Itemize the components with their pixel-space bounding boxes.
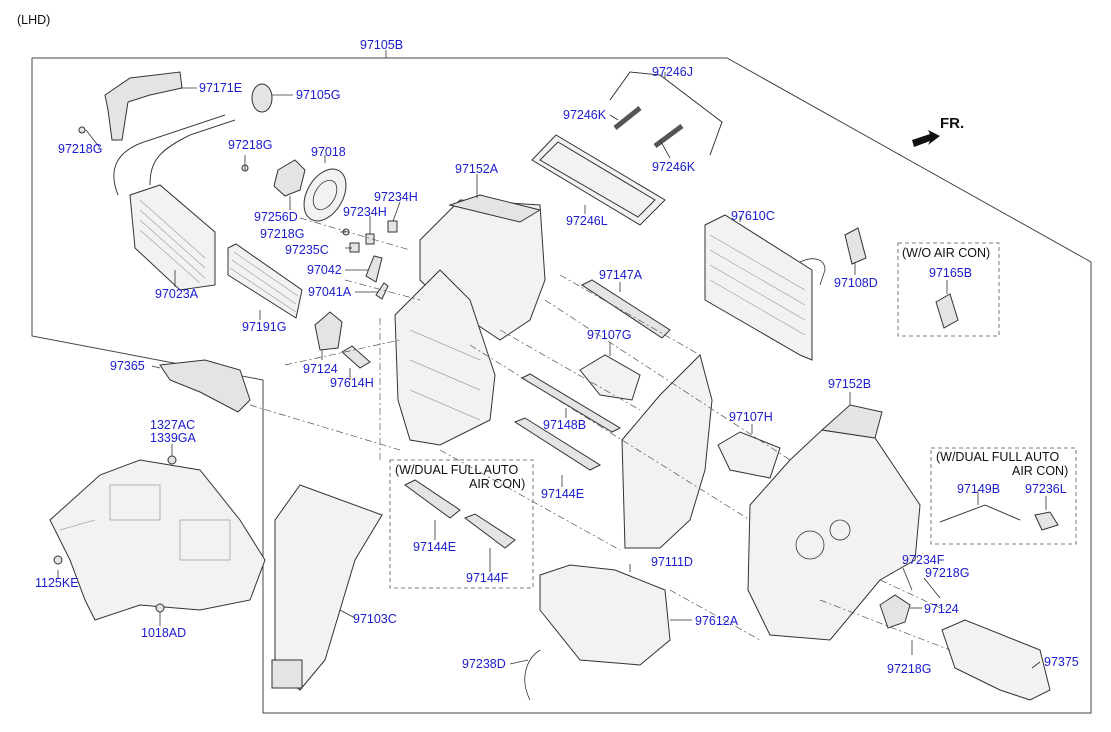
part-97365[interactable]: 97365 [110, 359, 145, 373]
gasket-97165b [935, 293, 959, 329]
duct-97375 [941, 619, 1051, 701]
hvac-assembly [49, 459, 266, 621]
door-97144e-b [404, 479, 461, 519]
part-97144e-a[interactable]: 97144E [541, 487, 585, 501]
duct-97365 [159, 359, 251, 413]
part-97246k-b[interactable]: 97246K [652, 160, 696, 174]
dual-auto-box-left [389, 459, 534, 589]
variant-label: (LHD) [17, 13, 51, 27]
part-97124-a[interactable]: 97124 [303, 362, 338, 376]
part-97610c[interactable]: 97610C [731, 209, 775, 223]
part-97105g[interactable]: 97105G [296, 88, 341, 102]
connector-97614h [341, 345, 371, 369]
part-97246k-a[interactable]: 97246K [563, 108, 607, 122]
part-97018[interactable]: 97018 [311, 145, 346, 159]
actuator-97256d [273, 159, 306, 197]
heater-core-97023a [129, 184, 216, 291]
dual-auto-right-title-2: AIR CON) [1012, 464, 1069, 478]
part-97165b[interactable]: 97165B [929, 266, 973, 280]
part-97107g[interactable]: 97107G [587, 328, 632, 342]
part-97023a[interactable]: 97023A [155, 287, 199, 301]
part-97111d[interactable]: 97111D [651, 555, 693, 569]
evaporator-97610c [704, 214, 813, 361]
part-97041a[interactable]: 97041A [308, 285, 352, 299]
door-97147a [581, 279, 671, 339]
part-97103c[interactable]: 97103C [353, 612, 397, 626]
part-97218g-a[interactable]: 97218G [58, 142, 103, 156]
part-97152a[interactable]: 97152A [455, 162, 499, 176]
part-97236l[interactable]: 97236L [1025, 482, 1067, 496]
part-97191g[interactable]: 97191G [242, 320, 287, 334]
part-1125ke[interactable]: 1125KE [35, 576, 79, 590]
lever-97041a [375, 282, 389, 300]
part-97218g-e[interactable]: 97218G [887, 662, 932, 676]
part-97256d[interactable]: 97256D [254, 210, 298, 224]
part-97218g-c[interactable]: 97218G [260, 227, 305, 241]
door-97107g [579, 354, 641, 401]
part-97234h-a[interactable]: 97234H [374, 190, 418, 204]
front-direction-label: FR. [940, 115, 965, 132]
part-97235c[interactable]: 97235C [285, 243, 329, 257]
actuator-97124-right [879, 594, 911, 629]
dual-auto-left-title-1: (W/DUAL FULL AUTO [395, 463, 519, 477]
dual-auto-box-right [930, 447, 1077, 545]
wo-air-con-title: (W/O AIR CON) [902, 246, 991, 260]
part-97042[interactable]: 97042 [307, 263, 342, 277]
part-97152b[interactable]: 97152B [828, 377, 872, 391]
actuator-97124-left [314, 311, 343, 351]
part-97218g-d[interactable]: 97218G [925, 566, 970, 580]
part-97171e[interactable]: 97171E [199, 81, 243, 95]
assembly-frame [31, 57, 1092, 714]
gasket-97108d [844, 227, 867, 265]
part-97144e-b[interactable]: 97144E [413, 540, 457, 554]
case-left [394, 269, 496, 446]
part-97144f[interactable]: 97144F [466, 571, 509, 585]
dual-auto-right-title-1: (W/DUAL FULL AUTO [936, 450, 1060, 464]
door-97144e-a [513, 417, 602, 471]
actuator-97018 [303, 168, 347, 222]
part-97614h[interactable]: 97614H [330, 376, 374, 390]
part-97246j[interactable]: 97246J [652, 65, 694, 79]
drain-97238d [524, 649, 541, 701]
part-97147a[interactable]: 97147A [599, 268, 643, 282]
part-1327ac[interactable]: 1327AC [150, 418, 196, 432]
filter-97191g [227, 243, 303, 319]
part-1339ga[interactable]: 1339GA [150, 431, 196, 445]
bracket-97171e [104, 71, 183, 141]
door-97144f [463, 513, 516, 549]
door-97148b [520, 373, 622, 433]
part-97108d[interactable]: 97108D [834, 276, 878, 290]
duct-97103c [274, 484, 383, 691]
grommet-97105g [251, 83, 273, 113]
heater-pipe [113, 114, 226, 196]
seal-97246j [609, 71, 723, 156]
hose-97149b [939, 504, 1021, 523]
part-97246l[interactable]: 97246L [566, 214, 608, 228]
part-97149b[interactable]: 97149B [957, 482, 1001, 496]
lever-97042 [365, 255, 383, 283]
part-97612a[interactable]: 97612A [695, 614, 739, 628]
sensor-97236l [1034, 511, 1059, 531]
part-97148b[interactable]: 97148B [543, 418, 587, 432]
part-97218g-b[interactable]: 97218G [228, 138, 273, 152]
part-97234f[interactable]: 97234F [902, 553, 945, 567]
part-97107h[interactable]: 97107H [729, 410, 773, 424]
wo-air-con-box [897, 242, 1000, 337]
part-97124-b[interactable]: 97124 [924, 602, 959, 616]
part-97238d[interactable]: 97238D [462, 657, 506, 671]
part-97375[interactable]: 97375 [1044, 655, 1079, 669]
part-97234h-b[interactable]: 97234H [343, 205, 387, 219]
dual-auto-left-title-2: AIR CON) [469, 477, 526, 491]
case-97152b [747, 429, 921, 641]
part-97105b[interactable]: 97105B [360, 38, 404, 52]
part-1018ad[interactable]: 1018AD [141, 626, 187, 640]
door-97107h [717, 431, 781, 479]
housing-97111d [621, 354, 713, 549]
front-arrow [912, 130, 940, 147]
case-97612a [539, 564, 671, 666]
